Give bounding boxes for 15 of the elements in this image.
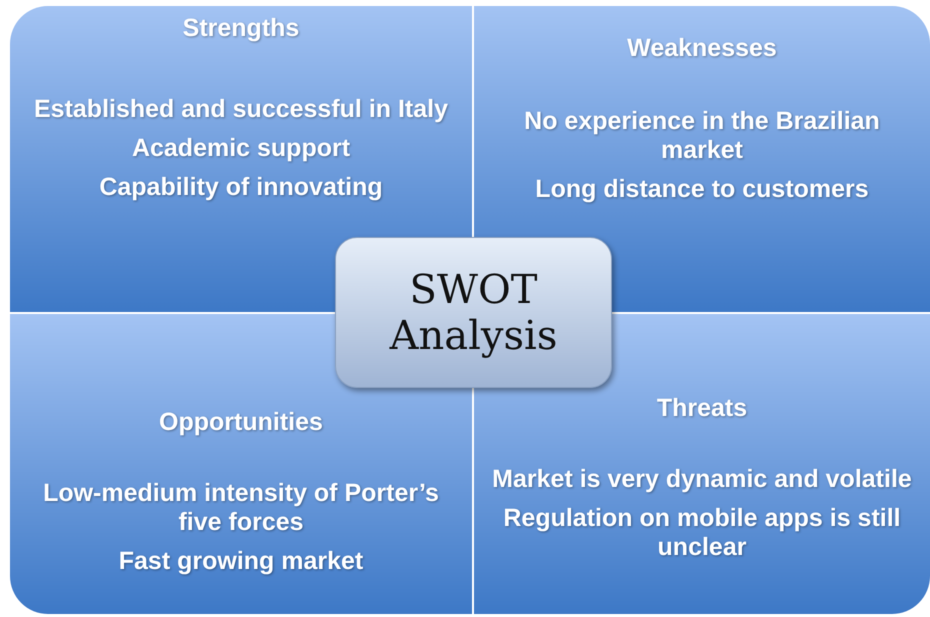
list-item: No experience in the Brazilian market — [523, 107, 881, 165]
list-item: Capability of innovating — [99, 173, 383, 202]
list-item: Market is very dynamic and volatile — [492, 465, 912, 494]
quadrant-heading: Strengths — [182, 14, 300, 43]
quadrant-heading: Weaknesses — [627, 34, 777, 63]
center-title: SWOT Analysis — [388, 266, 558, 358]
list-item: Regulation on mobile apps is still unclear — [502, 504, 902, 562]
list-item: Academic support — [132, 134, 350, 163]
list-item: Fast growing market — [118, 547, 364, 576]
list-item: Low-medium intensity of Porter’s five forces — [42, 479, 440, 537]
center-box — [335, 237, 612, 388]
quadrant-heading: Threats — [656, 394, 748, 423]
quadrant-heading: Opportunities — [159, 408, 323, 437]
list-item: Long distance to customers — [535, 175, 869, 204]
list-item: Established and successful in Italy — [34, 95, 448, 124]
